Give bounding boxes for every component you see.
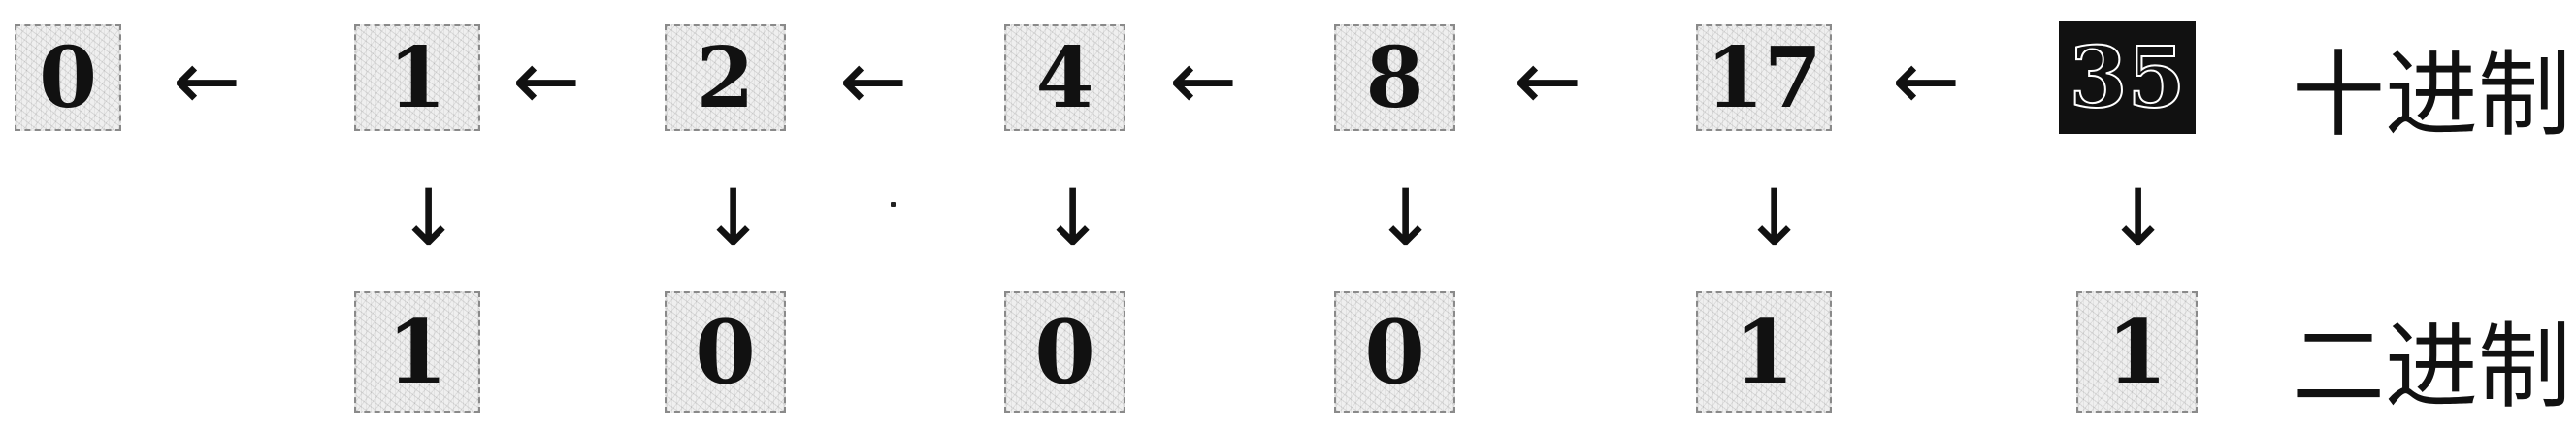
decimal-value-35-start: 35: [2059, 21, 2196, 134]
decimal-value-17: 17: [1696, 24, 1832, 131]
binary-digit: 0: [1334, 291, 1455, 413]
arrow-left-icon: ←: [1514, 33, 1582, 128]
decimal-value-1: 1: [354, 24, 480, 131]
arrow-down-icon: ↓: [2105, 173, 2171, 263]
arrow-down-icon: ↓: [1373, 173, 1439, 263]
arrow-left-icon: ←: [173, 33, 242, 128]
decimal-value-4: 4: [1004, 24, 1125, 131]
binary-row-label: 二进制: [2292, 313, 2571, 421]
decimal-value-0: 0: [15, 24, 121, 131]
binary-digit: 1: [354, 291, 480, 413]
binary-digit: 1: [1696, 291, 1832, 413]
arrow-left-icon: ←: [512, 33, 581, 128]
arrow-down-icon: ↓: [701, 173, 766, 263]
decimal-row-label: 十进制: [2292, 41, 2571, 150]
arrow-down-icon: ↓: [1742, 173, 1808, 263]
decimal-start-number: 35: [2065, 28, 2190, 128]
arrow-left-icon: ←: [1892, 33, 1961, 128]
arrow-left-icon: ←: [1169, 33, 1238, 128]
arrow-down-icon: ↓: [1040, 173, 1106, 263]
decimal-value-8: 8: [1334, 24, 1455, 131]
binary-digit: 0: [665, 291, 786, 413]
stray-dot: [891, 202, 896, 207]
binary-digit: 0: [1004, 291, 1125, 413]
decimal-value-2: 2: [665, 24, 786, 131]
arrow-left-icon: ←: [839, 33, 908, 128]
arrow-down-icon: ↓: [396, 173, 462, 263]
binary-digit: 1: [2076, 291, 2198, 413]
